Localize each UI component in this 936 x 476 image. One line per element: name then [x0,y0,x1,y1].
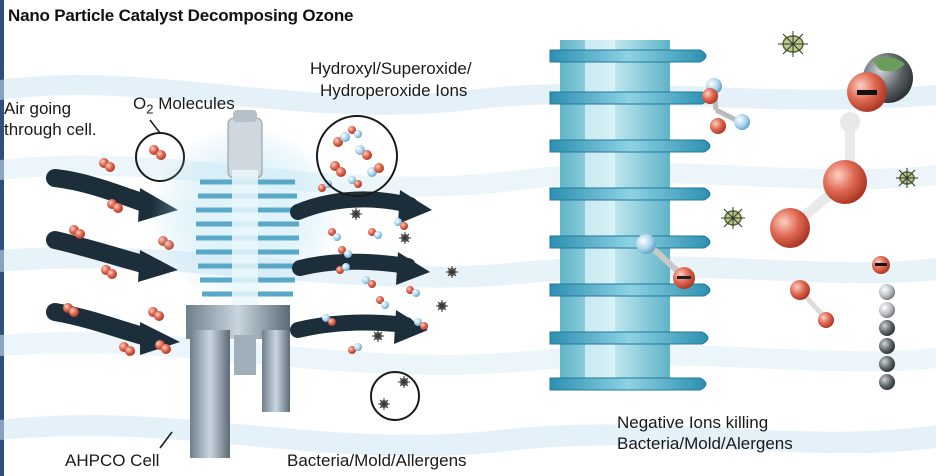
ahpco-cell-label: AHPCO Cell [65,451,160,470]
left-edge-bar [0,0,4,476]
bacteria-callout [370,371,420,421]
stacked-spheres [879,284,895,390]
ion-tower [549,40,711,391]
air-label-line2: through cell. [4,120,97,139]
ahpco-cell-device [150,110,340,458]
diagram-title: Nano Particle Catalyst Decomposing Ozone [8,6,354,25]
air-label-line1: Air going [4,99,72,118]
bacteria-icons-right [721,31,918,229]
air-flow-arrows [46,169,180,355]
ions-label-line2: Hydroperoxide Ions [320,81,468,100]
ion-flow-arrows [290,190,432,344]
negative-ion-icons [847,53,913,274]
tower-molecules [636,78,750,289]
large-molecule [770,112,867,328]
bacteria-icons-middle [350,208,458,342]
ions-label-line1: Hydroxyl/Superoxide/ [310,59,472,78]
negative-ions-label-line1: Negative Ions killing [617,413,769,432]
o2-molecules-label: O2 Molecules [133,94,235,117]
negative-ions-label-line2: Bacteria/Mold/Alergens [617,434,793,453]
bacteria-label: Bacteria/Mold/Allergens [287,451,467,470]
ions-callout [316,115,398,197]
ion-molecules [318,176,428,354]
